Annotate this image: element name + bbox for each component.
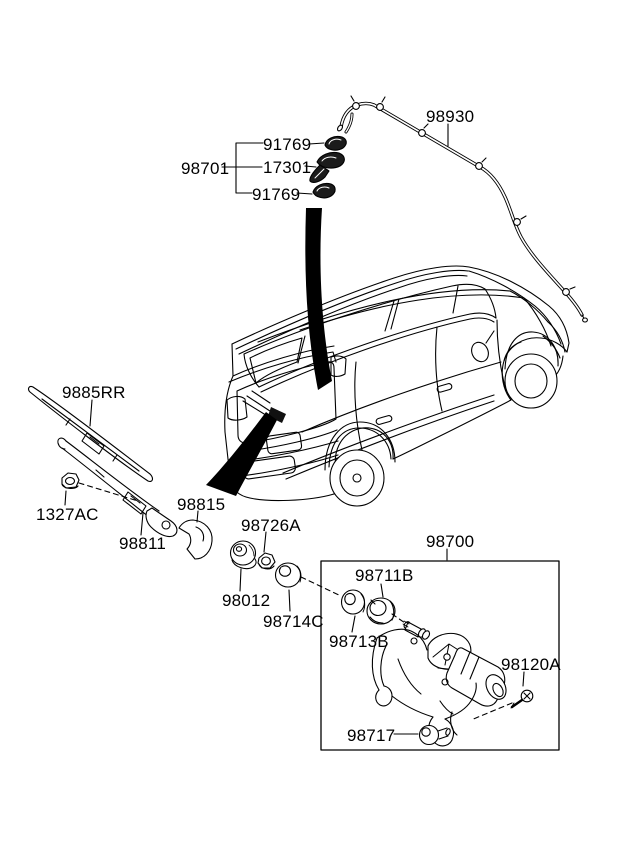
arm-nut-drawing <box>61 472 80 489</box>
part-label-arm-nut: 1327AC <box>36 505 99 524</box>
part-label-washer-nozzle: 17301 <box>263 158 312 177</box>
part-label-wiper-blade: 9885RR <box>62 383 126 402</box>
part-label-nozzle-cap-lower: 91769 <box>252 185 301 204</box>
part-label-grommet-holder: 98711B <box>355 566 414 585</box>
part-label-wiper-arm: 98811 <box>119 534 167 553</box>
nozzle-cap-upper-drawing <box>324 135 347 151</box>
motor-damper-drawing <box>418 724 451 746</box>
part-label-nozzle-cap-upper: 91769 <box>263 135 312 154</box>
nozzle-parts <box>309 112 354 199</box>
leader-lines <box>64 123 525 735</box>
pivot-grommet-drawing <box>229 540 257 570</box>
locator-arrows <box>206 208 332 496</box>
assembly-box <box>320 560 560 751</box>
part-label-nozzle-assembly: 98701 <box>181 159 230 178</box>
wiper-arm-drawing <box>57 437 178 538</box>
pivot-washer-drawing <box>274 562 302 588</box>
grommet-holder-drawing <box>366 597 396 625</box>
part-label-pivot-washer: 98714C <box>263 612 324 631</box>
washer-nozzle-drawing <box>316 151 345 169</box>
wiper-blade-drawing <box>28 385 153 482</box>
part-label-pivot-nut: 98726A <box>241 516 301 535</box>
mounting-screw-drawing <box>510 689 534 709</box>
part-label-motor-assembly: 98700 <box>426 532 475 551</box>
part-label-motor-grommet: 98713B <box>329 632 389 651</box>
pivot-nut-drawing <box>257 552 276 570</box>
part-label-mounting-screw: 98120A <box>501 655 561 674</box>
rear-wiper-on-glass <box>242 390 286 423</box>
part-label-hose: 98930 <box>426 107 475 126</box>
arrow-nozzle-to-glass <box>305 208 332 390</box>
arm-cover-drawing <box>178 519 213 560</box>
part-label-arm-cover: 98815 <box>177 495 226 514</box>
part-label-pivot-grommet: 98012 <box>222 591 271 610</box>
arrow-pivot-to-parts <box>206 412 277 496</box>
hose-clips <box>350 95 576 296</box>
nozzle-cap-lower-drawing <box>312 182 336 199</box>
part-label-motor-damper: 98717 <box>347 726 396 745</box>
motor-grommet-drawing <box>340 589 366 615</box>
dashed-leader-lines <box>78 482 513 721</box>
callout-bracket <box>221 142 264 194</box>
motor-assembly-drawing <box>371 620 507 747</box>
vehicle-illustration <box>224 265 570 507</box>
washer-hose <box>336 95 588 323</box>
